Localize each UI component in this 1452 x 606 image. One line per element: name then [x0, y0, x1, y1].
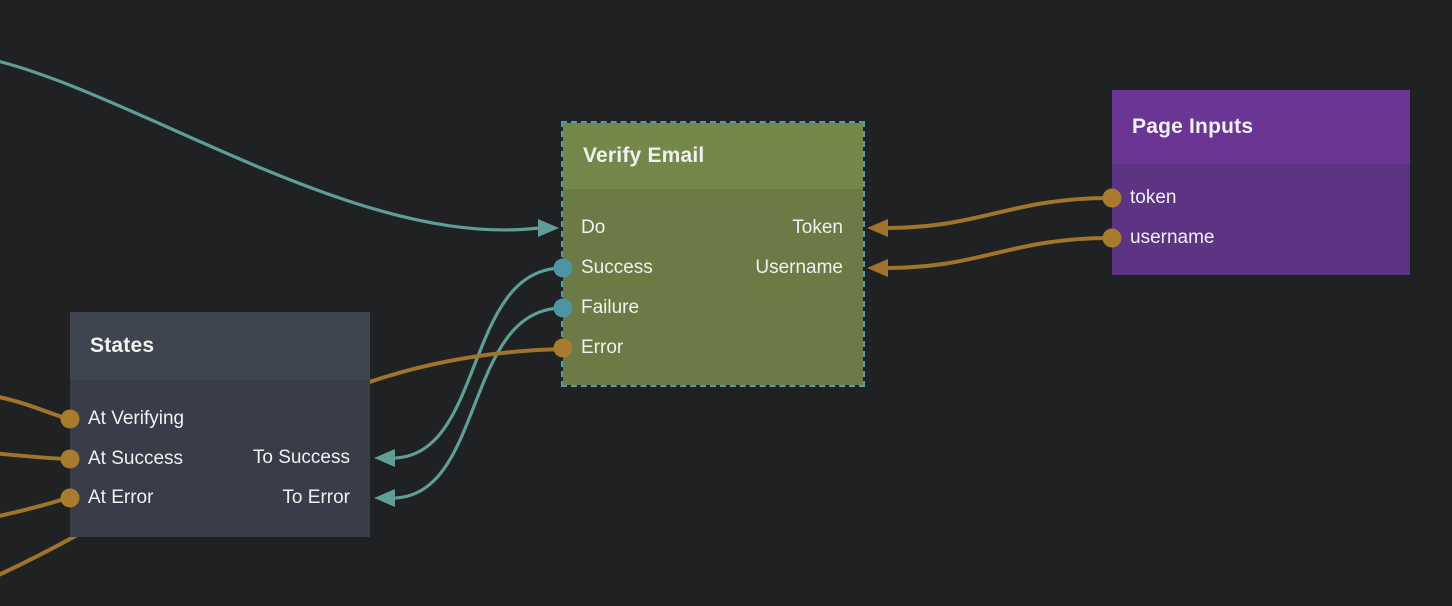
- node-page-inputs-header[interactable]: Page Inputs: [1112, 90, 1410, 164]
- port-pi-token[interactable]: token: [1130, 187, 1177, 208]
- port-at-success[interactable]: At Success: [88, 448, 184, 469]
- node-verify-email-header[interactable]: Verify Email: [563, 123, 863, 189]
- node-states-header[interactable]: States: [70, 312, 370, 380]
- port-at-success-marker[interactable]: [60, 449, 80, 469]
- wire-failure-to-error[interactable]: [391, 306, 564, 500]
- port-to-success[interactable]: To Success: [252, 447, 350, 468]
- port-at-error-marker[interactable]: [60, 488, 80, 508]
- wire-do-in[interactable]: [0, 55, 540, 232]
- port-success[interactable]: Success: [581, 257, 653, 278]
- port-success-marker[interactable]: [553, 258, 573, 278]
- port-pi-username[interactable]: username: [1130, 227, 1215, 248]
- port-do-marker[interactable]: [538, 219, 559, 237]
- node-states-title: States: [90, 334, 155, 357]
- wire-at-success[interactable]: [0, 451, 69, 461]
- node-page-inputs-title: Page Inputs: [1132, 115, 1254, 138]
- port-token-marker[interactable]: [867, 219, 888, 237]
- port-to-error[interactable]: To Error: [282, 487, 350, 508]
- port-pi-token-marker[interactable]: [1102, 188, 1122, 208]
- port-pi-username-marker[interactable]: [1102, 228, 1122, 248]
- wire-at-verifying[interactable]: [0, 394, 69, 421]
- node-verify-email-title: Verify Email: [583, 144, 705, 167]
- port-to-success-marker[interactable]: [374, 449, 395, 467]
- port-failure-marker[interactable]: [553, 298, 573, 318]
- port-error-marker[interactable]: [553, 338, 573, 358]
- port-username[interactable]: Username: [755, 257, 843, 278]
- port-failure[interactable]: Failure: [581, 297, 640, 318]
- node-states[interactable]: States At Verifying At Success At Error To S…: [70, 312, 370, 537]
- node-page-inputs[interactable]: Page Inputs token username: [1112, 90, 1410, 275]
- port-at-verifying-marker[interactable]: [60, 409, 80, 429]
- wire-at-error[interactable]: [0, 496, 69, 520]
- port-at-error[interactable]: At Error: [88, 487, 154, 508]
- port-do[interactable]: Do: [581, 217, 606, 238]
- wire-success-to-success[interactable]: [391, 266, 564, 460]
- port-at-verifying[interactable]: At Verifying: [88, 408, 185, 429]
- port-error[interactable]: Error: [581, 337, 624, 358]
- port-username-marker[interactable]: [867, 259, 888, 277]
- port-token[interactable]: Token: [792, 217, 843, 238]
- wire-username[interactable]: [885, 236, 1111, 270]
- wire-token[interactable]: [885, 196, 1111, 230]
- port-to-error-marker[interactable]: [374, 489, 395, 507]
